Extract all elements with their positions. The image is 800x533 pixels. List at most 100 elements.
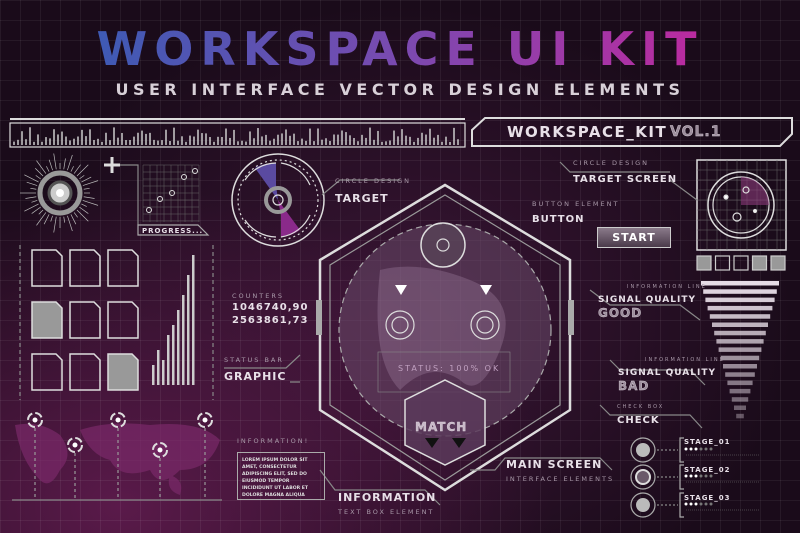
map-pin-icon bbox=[110, 412, 126, 428]
bar bbox=[172, 325, 175, 385]
plus-icon bbox=[104, 157, 120, 173]
map-pin-icon bbox=[152, 442, 168, 458]
signal-bar bbox=[703, 289, 777, 294]
sun-dial-icon bbox=[20, 153, 99, 233]
sun-ray bbox=[26, 181, 38, 186]
counter-value-1: 1046740,90 bbox=[232, 302, 309, 313]
file-icon bbox=[69, 353, 101, 391]
stage-label-3[interactable]: STAGE_03 bbox=[684, 494, 731, 502]
stage-label-1[interactable]: STAGE_01 bbox=[684, 438, 731, 446]
target-screen-label: TARGET SCREEN bbox=[573, 174, 678, 185]
counters-caption: COUNTERS bbox=[232, 292, 284, 300]
map-pin-icon bbox=[67, 437, 83, 453]
stage-progress-dot bbox=[694, 447, 698, 451]
sun-ray bbox=[81, 203, 87, 207]
stage-ring bbox=[630, 437, 656, 463]
stage-dot bbox=[635, 469, 651, 485]
stage-label-2[interactable]: STAGE_02 bbox=[684, 466, 731, 474]
stage-progress-dot bbox=[689, 502, 693, 506]
sun-ray bbox=[67, 215, 73, 232]
page-title: WORKSPACE UI KIT bbox=[0, 22, 800, 76]
map-pin-icon bbox=[27, 412, 43, 428]
sun-ray bbox=[48, 159, 53, 171]
signal-bar bbox=[709, 314, 771, 319]
target-caption: CIRCLE DESIGN bbox=[335, 177, 412, 185]
file-icon bbox=[69, 249, 101, 287]
status-bar-caption: STATUS BAR bbox=[224, 356, 284, 364]
sun-ray bbox=[53, 153, 57, 170]
stage-dot bbox=[636, 443, 650, 457]
file-icon bbox=[107, 249, 139, 287]
signal-good-caption: INFORMATION LINE bbox=[627, 284, 707, 290]
sun-ray bbox=[38, 209, 44, 215]
bar bbox=[187, 275, 190, 385]
stage-progress-dot bbox=[709, 447, 713, 451]
world-map bbox=[12, 412, 222, 501]
button-label: BUTTON bbox=[532, 214, 585, 225]
signal-triangle-bars bbox=[701, 281, 779, 419]
stage-progress-dot bbox=[709, 474, 713, 478]
signal-bad-label: SIGNAL QUALITY bbox=[618, 368, 716, 378]
status-bar-label: GRAPHIC bbox=[224, 370, 287, 383]
sun-ray bbox=[30, 187, 37, 190]
information-label: INFORMATION bbox=[338, 491, 437, 504]
page-subtitle: USER INTERFACE VECTOR DESIGN ELEMENTS bbox=[115, 80, 685, 99]
bar bbox=[157, 350, 160, 385]
sun-ray bbox=[35, 175, 41, 180]
stage-progress-dot bbox=[689, 447, 693, 451]
sun-ray bbox=[53, 216, 57, 233]
target-label: TARGET bbox=[335, 192, 389, 205]
stage-dot bbox=[636, 498, 650, 512]
signal-bar bbox=[736, 413, 744, 419]
sun-ray bbox=[36, 212, 47, 226]
stage-progress-dot bbox=[704, 474, 708, 478]
banner-frame bbox=[471, 117, 793, 147]
check-label: CHECK bbox=[617, 415, 660, 426]
sun-ray bbox=[63, 158, 66, 170]
stage-bracket bbox=[679, 492, 684, 518]
stage-progress-dot bbox=[699, 447, 703, 451]
stage-bracket bbox=[679, 437, 684, 463]
file-icon bbox=[69, 301, 101, 339]
signal-bar bbox=[707, 305, 773, 311]
scatter-point bbox=[146, 207, 152, 213]
check-caption: CHECK BOX bbox=[617, 404, 665, 410]
stage-progress-dot bbox=[684, 502, 688, 506]
sun-ray bbox=[82, 200, 99, 206]
sun-ray bbox=[73, 212, 78, 218]
info-box-title: INFORMATION! bbox=[237, 437, 310, 445]
file-icon bbox=[107, 353, 139, 391]
start-button[interactable]: START bbox=[597, 227, 671, 248]
stage-progress-dot bbox=[704, 447, 708, 451]
map-pin-center bbox=[32, 417, 38, 423]
status-square bbox=[770, 255, 786, 271]
signal-bar bbox=[720, 355, 760, 361]
match-button[interactable]: MATCH bbox=[415, 420, 468, 434]
stage-bracket bbox=[679, 464, 684, 490]
bar bbox=[192, 255, 195, 385]
stage-progress-dot bbox=[704, 502, 708, 506]
signal-bar bbox=[734, 405, 746, 410]
information-caption: TEXT BOX ELEMENT bbox=[338, 508, 435, 516]
sun-ray bbox=[31, 200, 38, 203]
scatter-point bbox=[181, 174, 187, 180]
sun-ray bbox=[67, 154, 73, 171]
target-screen-caption: CIRCLE DESIGN bbox=[573, 159, 650, 167]
signal-bar bbox=[716, 339, 764, 344]
bar bbox=[162, 360, 165, 385]
file-icon bbox=[31, 301, 63, 339]
sun-ray bbox=[24, 203, 39, 212]
stage-progress-dot bbox=[689, 474, 693, 478]
stage-progress-dot bbox=[699, 502, 703, 506]
map-pin-icon bbox=[197, 412, 213, 428]
main-screen-label: MAIN SCREEN bbox=[506, 458, 603, 471]
banner-name: WORKSPACE_KIT bbox=[507, 123, 668, 141]
stage-progress-dot bbox=[694, 474, 698, 478]
status-square bbox=[733, 255, 749, 271]
stage-progress-dot bbox=[699, 474, 703, 478]
signal-bar bbox=[718, 347, 762, 352]
file-icon bbox=[31, 249, 63, 287]
stage-ring bbox=[630, 492, 656, 518]
waveform-bar bbox=[9, 118, 466, 148]
